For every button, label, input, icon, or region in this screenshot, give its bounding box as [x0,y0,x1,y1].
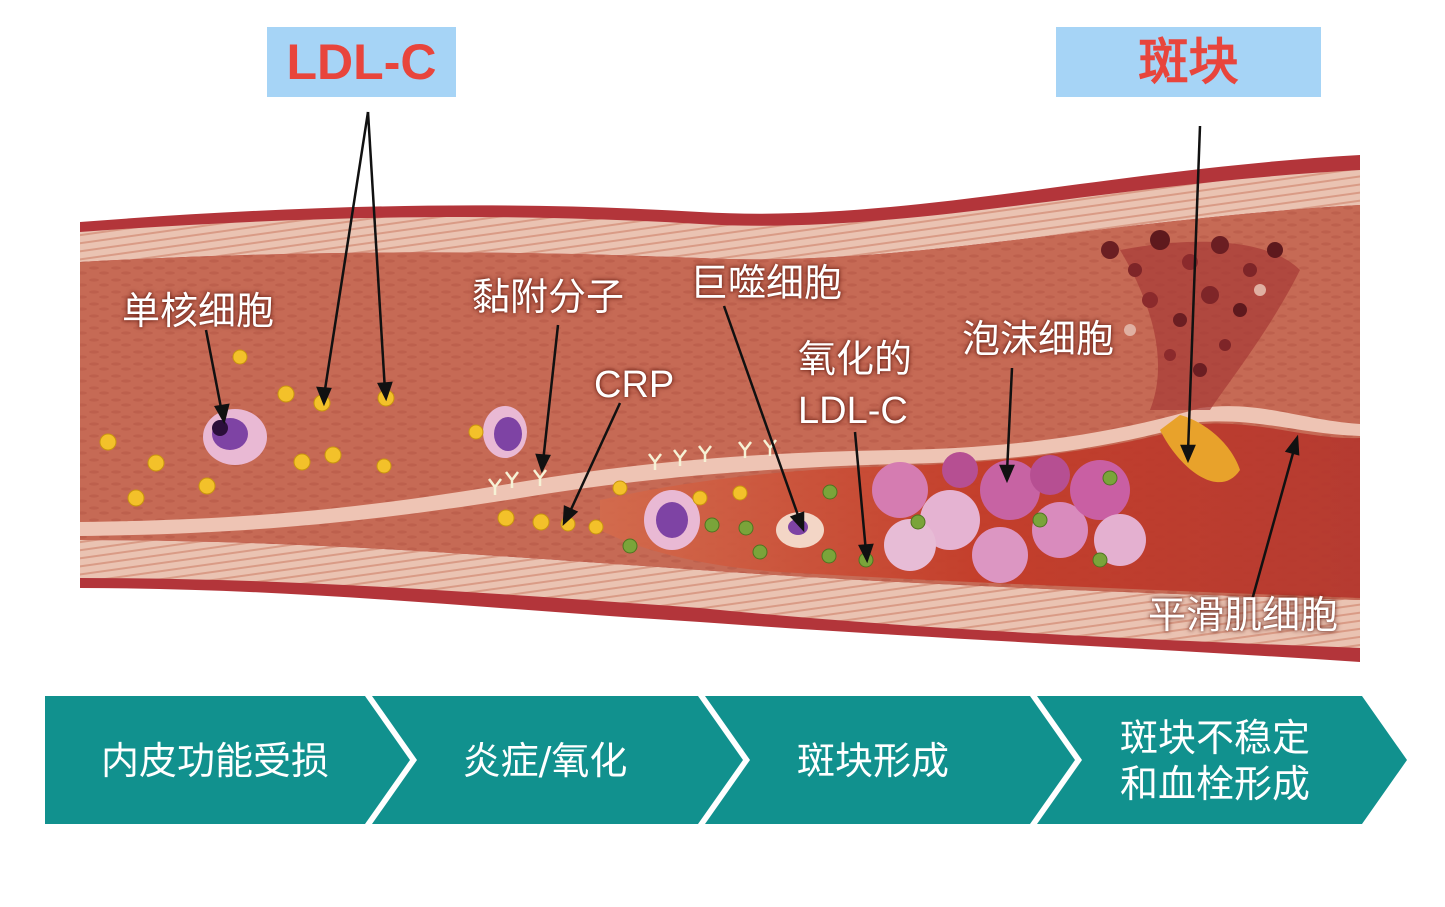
oxidized-ldl-particles [622,470,1118,568]
adhesion-molecule-label: 黏附分子 [472,275,625,319]
oxidized-ldl-label-line1: 氧化的 [798,337,913,381]
intima-layer [80,406,1360,536]
stage-4-label: 斑块不稳定 和血栓形成 [1065,700,1365,822]
adhesion-molecules [488,439,777,495]
smooth-muscle-cell-label: 平滑肌细胞 [1148,593,1339,637]
plaque-core [600,423,1360,598]
oxidized-ldl-label-line2: LDL-C [798,390,908,432]
stage-process-bar [45,696,1407,824]
monocyte-cell-adhering [483,406,527,458]
stage-4-line2: 和血栓形成 [1119,762,1310,806]
plaque-tag: 斑块 [1056,27,1321,97]
stage-3-label: 斑块形成 [796,739,949,783]
stage-4-chevron [1037,696,1407,824]
vessel-adventitia-top [80,170,1360,262]
stage-1-label: 内皮功能受损 [100,739,329,783]
macrophage-label: 巨噬细胞 [690,261,843,305]
ldl-c-tag: LDL-C [267,27,456,97]
annotation-arrows [204,111,1300,601]
crp-label: CRP [594,364,675,406]
vessel-adventitia-bottom [80,540,1360,648]
stage-3-chevron [705,696,1075,824]
foam-cell-label: 泡沫细胞 [962,317,1115,361]
stage-4-line1: 斑块不稳定 [1119,716,1310,760]
stage-1-chevron [45,696,410,824]
macrophage-cell [644,490,824,550]
stage-2-chevron [372,696,743,824]
monocyte-cell [203,409,267,465]
monocyte-label: 单核细胞 [122,289,275,333]
stage-2-label: 炎症/氧化 [462,739,628,783]
